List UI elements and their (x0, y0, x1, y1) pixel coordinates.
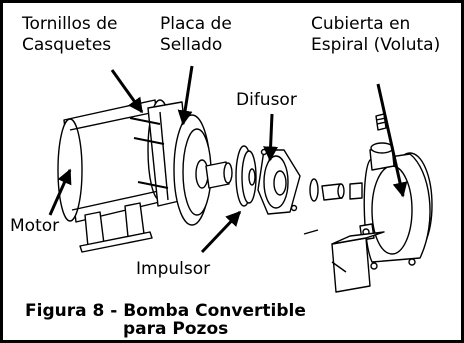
figure-caption-line2: para Pozos (123, 319, 229, 339)
motor-label: Motor (10, 216, 59, 237)
motor-label-text: Motor (10, 216, 60, 236)
cap-screws-arrow (110, 69, 144, 114)
cap-screws-label-line1: Tornillos de (22, 14, 118, 34)
motor-arrow (48, 168, 72, 216)
small-parts-drawing (303, 178, 363, 235)
diffuser-arrow (263, 113, 279, 162)
volute-label-line2: Espiral (Voluta) (311, 35, 441, 55)
impeller-drawing (235, 145, 257, 207)
volute-arrow (376, 83, 408, 198)
cap-screws-label: Tornillos de Casquetes (22, 14, 117, 56)
seal-plate-arrow (177, 65, 194, 126)
seal-plate-label: Placa de Sellado (160, 14, 232, 56)
impeller-label: Impulsor (136, 259, 210, 280)
diffuser-drawing (257, 148, 301, 215)
volute-drawing (331, 113, 433, 293)
volute-label-line1: Cubierta en (311, 14, 411, 34)
diffuser-label-text: Difusor (236, 90, 297, 110)
seal-plate-label-line1: Placa de (160, 14, 232, 34)
seal-plate-drawing (173, 114, 233, 226)
seal-plate-label-line2: Sellado (160, 35, 223, 55)
impeller-label-text: Impulsor (136, 259, 211, 279)
figure-caption: Figura 8 - Bomba Convertible para Pozos (25, 302, 306, 338)
volute-label: Cubierta en Espiral (Voluta) (311, 14, 440, 56)
cap-screws-label-line2: Casquetes (22, 35, 112, 55)
diffuser-label: Difusor (236, 90, 297, 111)
impeller-arrow (200, 210, 242, 254)
figure-caption-line1: Figura 8 - Bomba Convertible (25, 301, 306, 321)
